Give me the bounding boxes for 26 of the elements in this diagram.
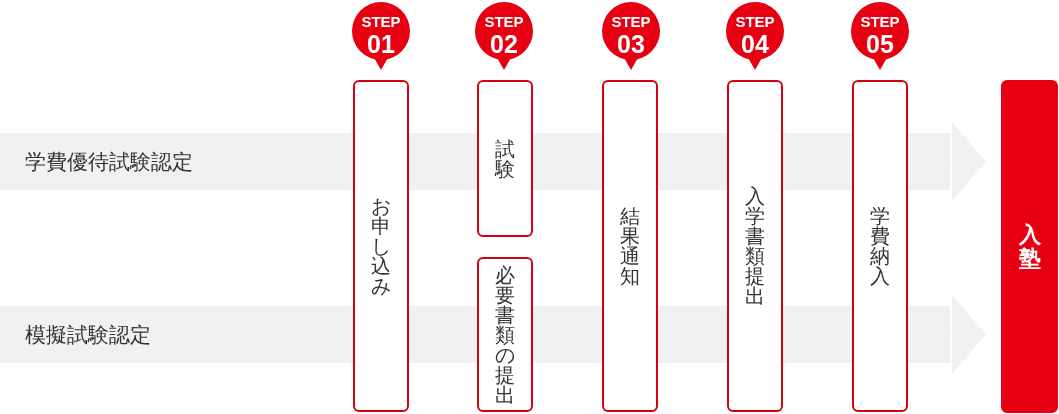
- step-box: [852, 80, 908, 412]
- step-box: [602, 80, 658, 412]
- step-box: [353, 80, 409, 412]
- step-number: 05: [866, 32, 894, 57]
- step-box: [477, 80, 533, 237]
- step-label: 学費納入: [870, 206, 890, 286]
- track-label: 学費優待試験認定: [25, 148, 193, 176]
- step-number: 03: [617, 32, 645, 57]
- step-label: 結果通知: [620, 206, 640, 286]
- step-caption: STEP: [361, 14, 401, 29]
- step-label: 必要書類の提出: [495, 264, 515, 405]
- step-caption: STEP: [484, 14, 524, 29]
- step-caption: STEP: [860, 14, 900, 29]
- step-number: 04: [741, 32, 769, 57]
- step-caption: STEP: [611, 14, 651, 29]
- step-label: 入学書類提出: [745, 186, 765, 306]
- step-caption: STEP: [735, 14, 775, 29]
- step-label: 試験: [495, 138, 515, 179]
- track-label: 模擬試験認定: [25, 321, 151, 349]
- step-box: [477, 257, 533, 412]
- step-label: お申し込み: [371, 196, 391, 296]
- step-number: 02: [490, 32, 518, 57]
- goal-label: 入塾: [1018, 222, 1041, 271]
- step-box: [727, 80, 783, 412]
- goal-box: [1001, 80, 1058, 413]
- step-number: 01: [367, 32, 395, 57]
